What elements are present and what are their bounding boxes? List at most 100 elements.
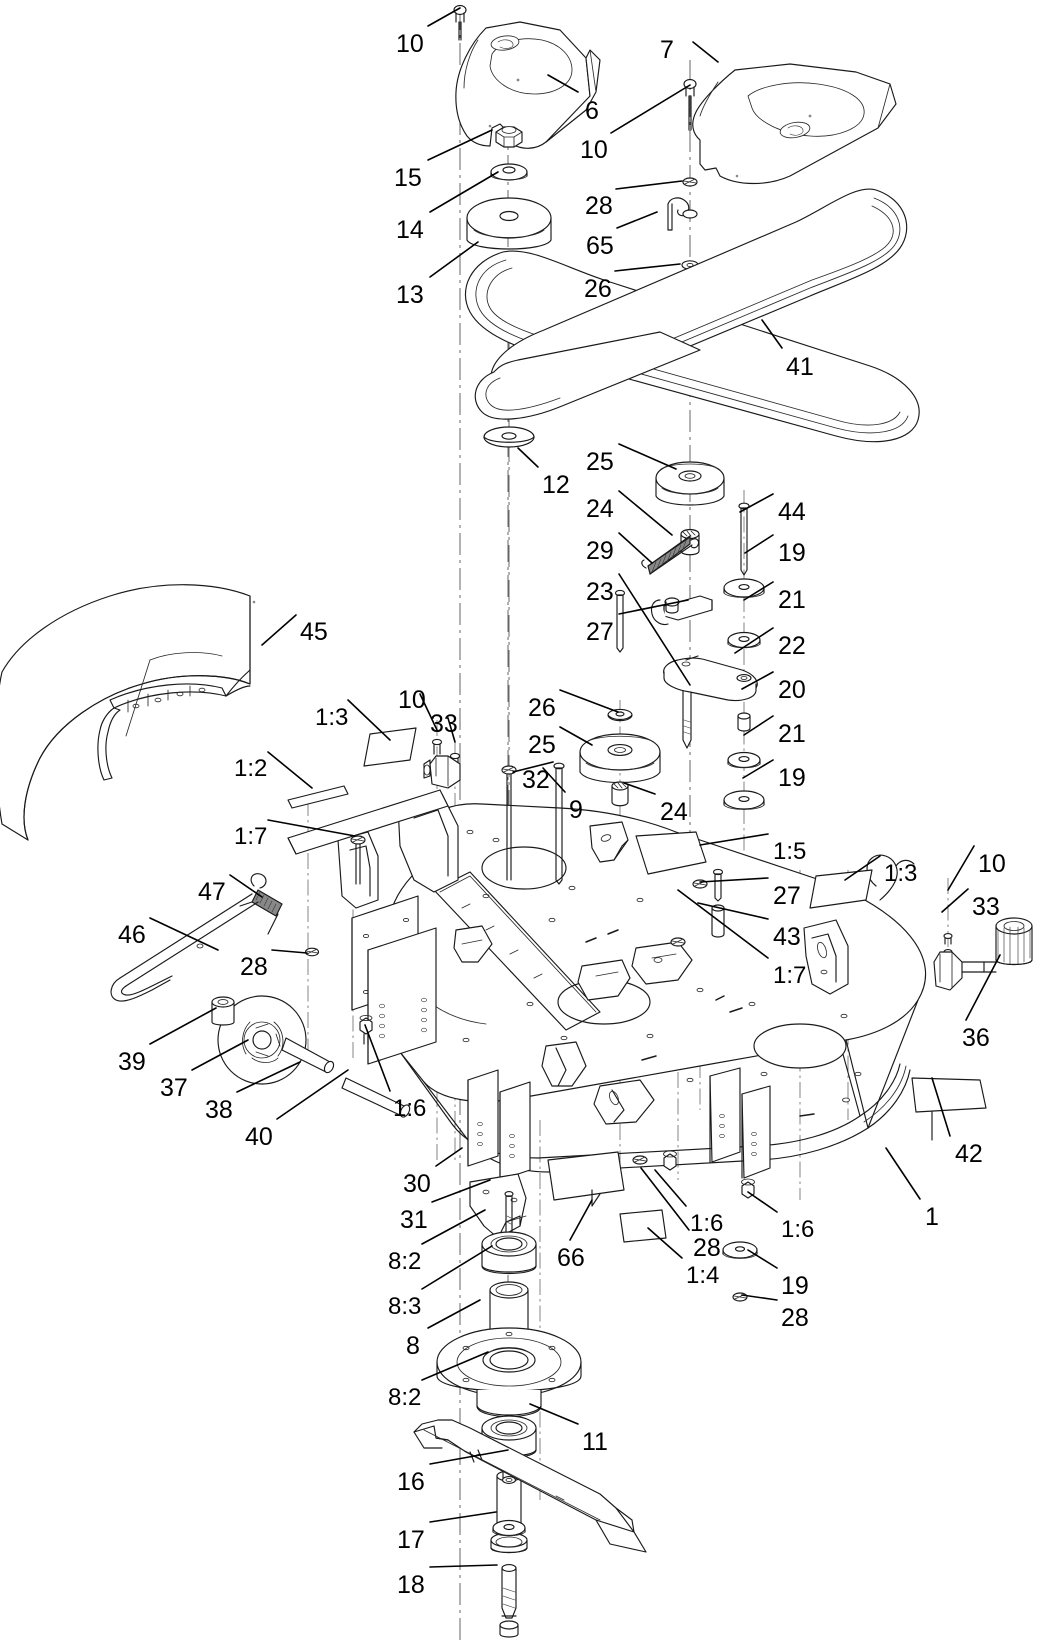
extension-spring-29: [641, 535, 700, 575]
wheel-bushing-39: [211, 996, 235, 1026]
washer-17: [492, 1519, 526, 1537]
leader-line: [429, 1511, 497, 1523]
callout-65: 65: [586, 232, 614, 260]
callout-22: 22: [778, 632, 806, 660]
leader-line: [271, 949, 308, 954]
callout-28: 28: [585, 192, 613, 220]
callout-30: 30: [403, 1170, 431, 1198]
leader-line: [654, 1169, 687, 1207]
callout-21: 21: [778, 586, 806, 614]
callout-27: 27: [586, 618, 614, 646]
leader-line: [741, 671, 774, 690]
leader-line: [618, 443, 677, 470]
spacer-43: [711, 904, 725, 938]
idler-pulley-13: [466, 197, 552, 250]
decal-1-5: [635, 831, 707, 875]
callout-44: 44: [778, 498, 806, 526]
callout-6: 6: [585, 97, 599, 125]
leader-line: [742, 759, 774, 779]
leader-line: [699, 877, 769, 883]
washer-19-upper: [723, 578, 765, 598]
bearing-8-2-upper: [481, 1231, 537, 1274]
callout-12: 12: [542, 471, 570, 499]
leader-line: [429, 1564, 498, 1568]
callout-10: 10: [978, 850, 1006, 878]
leader-line: [640, 1167, 690, 1231]
washer-26-lower: [607, 708, 633, 722]
callout-46: 46: [118, 921, 146, 949]
anti-scalp-roller-36: [983, 917, 1033, 973]
callout-27: 27: [773, 882, 801, 910]
leader-line: [429, 1449, 509, 1465]
grease-fitting-33-left: [423, 755, 461, 789]
leader-line: [347, 699, 391, 741]
leader-line: [427, 7, 461, 27]
callout-8-2: 8:2: [388, 1248, 422, 1275]
leader-line: [559, 726, 593, 746]
leader-line: [747, 1191, 778, 1213]
callout-14: 14: [396, 216, 424, 244]
locknut-28-bottom-right: [732, 1292, 748, 1302]
leader-line: [699, 833, 769, 846]
deck-left-mount-plates: [287, 789, 771, 1181]
locknut-28-left: [304, 947, 320, 957]
leader-line: [149, 917, 219, 951]
washer-14: [490, 163, 528, 181]
callout-13: 13: [396, 281, 424, 309]
leader-line: [677, 889, 769, 959]
callout-18: 18: [397, 1571, 425, 1599]
callout-11: 11: [582, 1428, 608, 1456]
callout-23: 23: [586, 578, 614, 606]
belt-cover-6: [455, 21, 601, 149]
leader-line: [191, 1039, 249, 1071]
caster-wheel-37: [217, 995, 307, 1085]
leader-line: [647, 1227, 683, 1259]
callout-28: 28: [693, 1234, 721, 1262]
washer-21-lower: [727, 751, 761, 769]
leader-line: [421, 1209, 486, 1245]
drive-belt-41: [465, 188, 920, 443]
leader-line: [734, 627, 774, 654]
leader-line: [614, 263, 681, 272]
shim-12: [483, 426, 535, 448]
callout-33: 33: [972, 893, 1000, 921]
leader-line: [743, 581, 774, 601]
callout-15: 15: [394, 164, 422, 192]
leader-line: [743, 715, 774, 736]
callout-1-3: 1:3: [884, 860, 918, 887]
callout-20: 20: [778, 676, 806, 704]
leader-line: [276, 1069, 349, 1120]
callout-28: 28: [781, 1304, 809, 1332]
callout-43: 43: [773, 923, 801, 951]
callout-29: 29: [586, 537, 614, 565]
grass-deflector-45: [0, 584, 256, 841]
callout-37: 37: [160, 1074, 188, 1102]
callout-16: 16: [397, 1468, 425, 1496]
callout-40: 40: [245, 1123, 273, 1151]
callout-1-7: 1:7: [234, 823, 268, 850]
callout-10: 10: [396, 30, 424, 58]
callout-1-2: 1:2: [234, 755, 268, 782]
leader-line: [427, 1299, 481, 1329]
callout-17: 17: [397, 1526, 425, 1554]
leader-line: [739, 493, 774, 513]
spacer-20: [737, 712, 751, 732]
callout-1-6: 1:6: [393, 1095, 427, 1122]
belt-keeper-65: [667, 197, 698, 231]
cutting-blade-16: [413, 1419, 647, 1553]
leader-line: [761, 319, 783, 349]
wheel-axle-38: [281, 1037, 335, 1074]
locknut-28-bottom: [632, 1155, 648, 1165]
callout-26: 26: [584, 275, 612, 303]
callout-41: 41: [786, 353, 814, 381]
leader-line: [261, 614, 297, 646]
callout-25: 25: [586, 448, 614, 476]
leader-line: [559, 689, 619, 713]
leader-line: [947, 845, 975, 891]
locknut-1-7-left: [350, 835, 366, 885]
callout-10: 10: [398, 686, 426, 714]
callout-24: 24: [660, 798, 688, 826]
decal-66: [547, 1151, 625, 1207]
